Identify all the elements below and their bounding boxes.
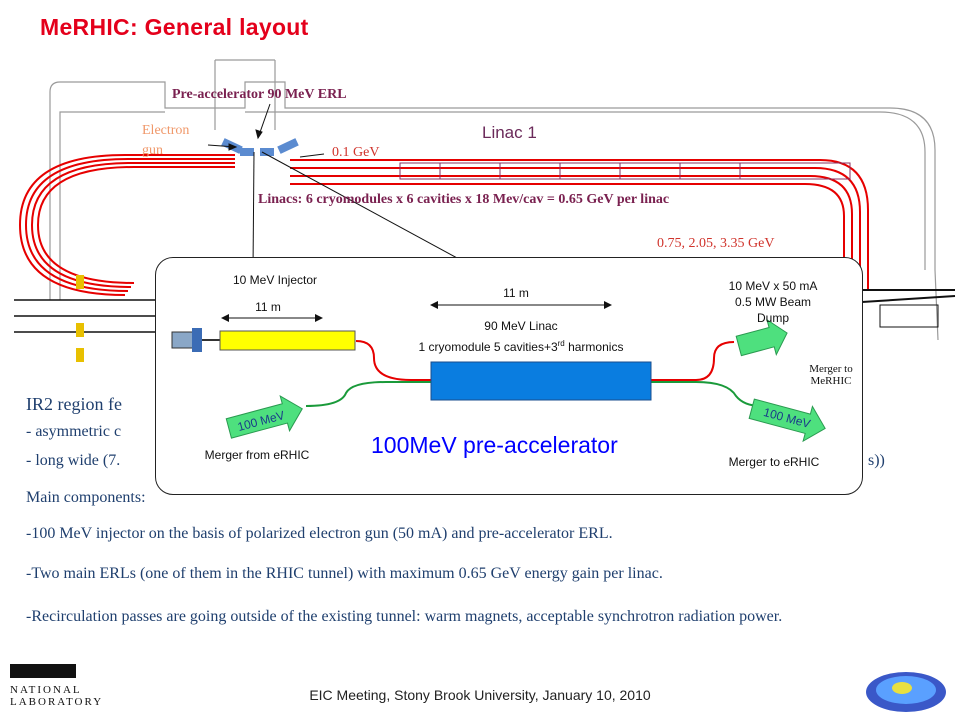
linac-label-line2-text: 1 cryomodule 5 cavities+3 [418,340,558,354]
beam-dump-line2: 0.5 MW Beam [734,295,812,309]
pass-energies-label: 0.75, 2.05, 3.35 GeV [657,236,775,251]
brookhaven-logo-mark [10,664,76,678]
ir2-heading: IR2 region fe [26,394,122,414]
preaccelerator-schematic [171,301,826,443]
right-region [861,289,956,328]
zoom-lines [252,151,471,271]
bullet-asymmetric: - asymmetric c [26,423,122,440]
beam-dump-arrow [735,318,788,357]
bnl-text: NATIONAL LABORATORY [10,684,104,708]
green-beamline [305,381,762,407]
bullet-long-wide: - long wide (7. [26,452,121,469]
label-pointers [207,103,325,158]
slide-title: MeRHIC: General layout [40,14,309,40]
injector-module [219,330,356,351]
cryomodule-description: Linacs: 6 cryomodules x 6 cavities x 18 … [258,192,670,207]
energy-0-1-label: 0.1 GeV [332,145,380,160]
beam-dump-label: 10 MeV x 50 mA 0.5 MW Beam Dump [708,278,838,326]
linac-label-sup: rd [557,339,565,348]
electron-gun-label: Electron gun [142,123,190,158]
preaccelerator-label: Pre-accelerator 90 MeV ERL [172,87,347,102]
eic-logo [866,672,946,712]
component-recirculation: -Recirculation passes are going outside … [26,608,783,625]
ir2-region [14,275,160,362]
injector-length: 11 m [255,300,281,314]
merger-to-erhic-label: Merger to eRHIC [728,455,820,469]
linac-label: 90 MeV Linac 1 cryomodule 5 cavities+3rd… [386,318,656,356]
red-beamline [355,340,735,381]
bullet-long-wide-tail: s)) [868,452,885,469]
linac-label-line1: 90 MeV Linac [484,319,558,333]
right-100mev-arrow [748,398,826,443]
merger-to-merhic-label: Merger to MeRHIC [809,363,853,387]
merger-from-erhic-label: Merger from eRHIC [204,448,310,462]
preaccelerator-inset: 10 MeV Injector 11 m 11 m 90 MeV Linac 1… [155,257,863,495]
beam-dump-line1: 10 MeV x 50 mA [728,279,818,293]
linac-label-line2-end: harmonics [564,340,624,354]
component-erls: -Two main ERLs (one of them in the RHIC … [26,565,663,582]
brookhaven-logo: NATIONAL LABORATORY [10,664,150,708]
electron-gun-hardware [171,328,220,352]
left-100mev-arrow [225,394,303,439]
linac-label-line2: 1 cryomodule 5 cavities+3rd harmonics [386,335,656,356]
beam-dump-line3: Dump [756,311,789,325]
component-injector: -100 MeV injector on the basis of polari… [26,525,613,542]
tunnel-outline [49,59,939,341]
footer-caption: EIC Meeting, Stony Brook University, Jan… [309,687,651,703]
linac-length: 11 m [503,286,529,300]
main-components-heading: Main components: [26,489,146,506]
preaccelerator-title: 100MeV pre-accelerator [371,432,618,458]
linac1-modules [399,162,851,180]
linac1-label: Linac 1 [482,123,537,142]
injector-label: 10 MeV Injector [232,273,318,287]
linac-module [430,361,652,401]
